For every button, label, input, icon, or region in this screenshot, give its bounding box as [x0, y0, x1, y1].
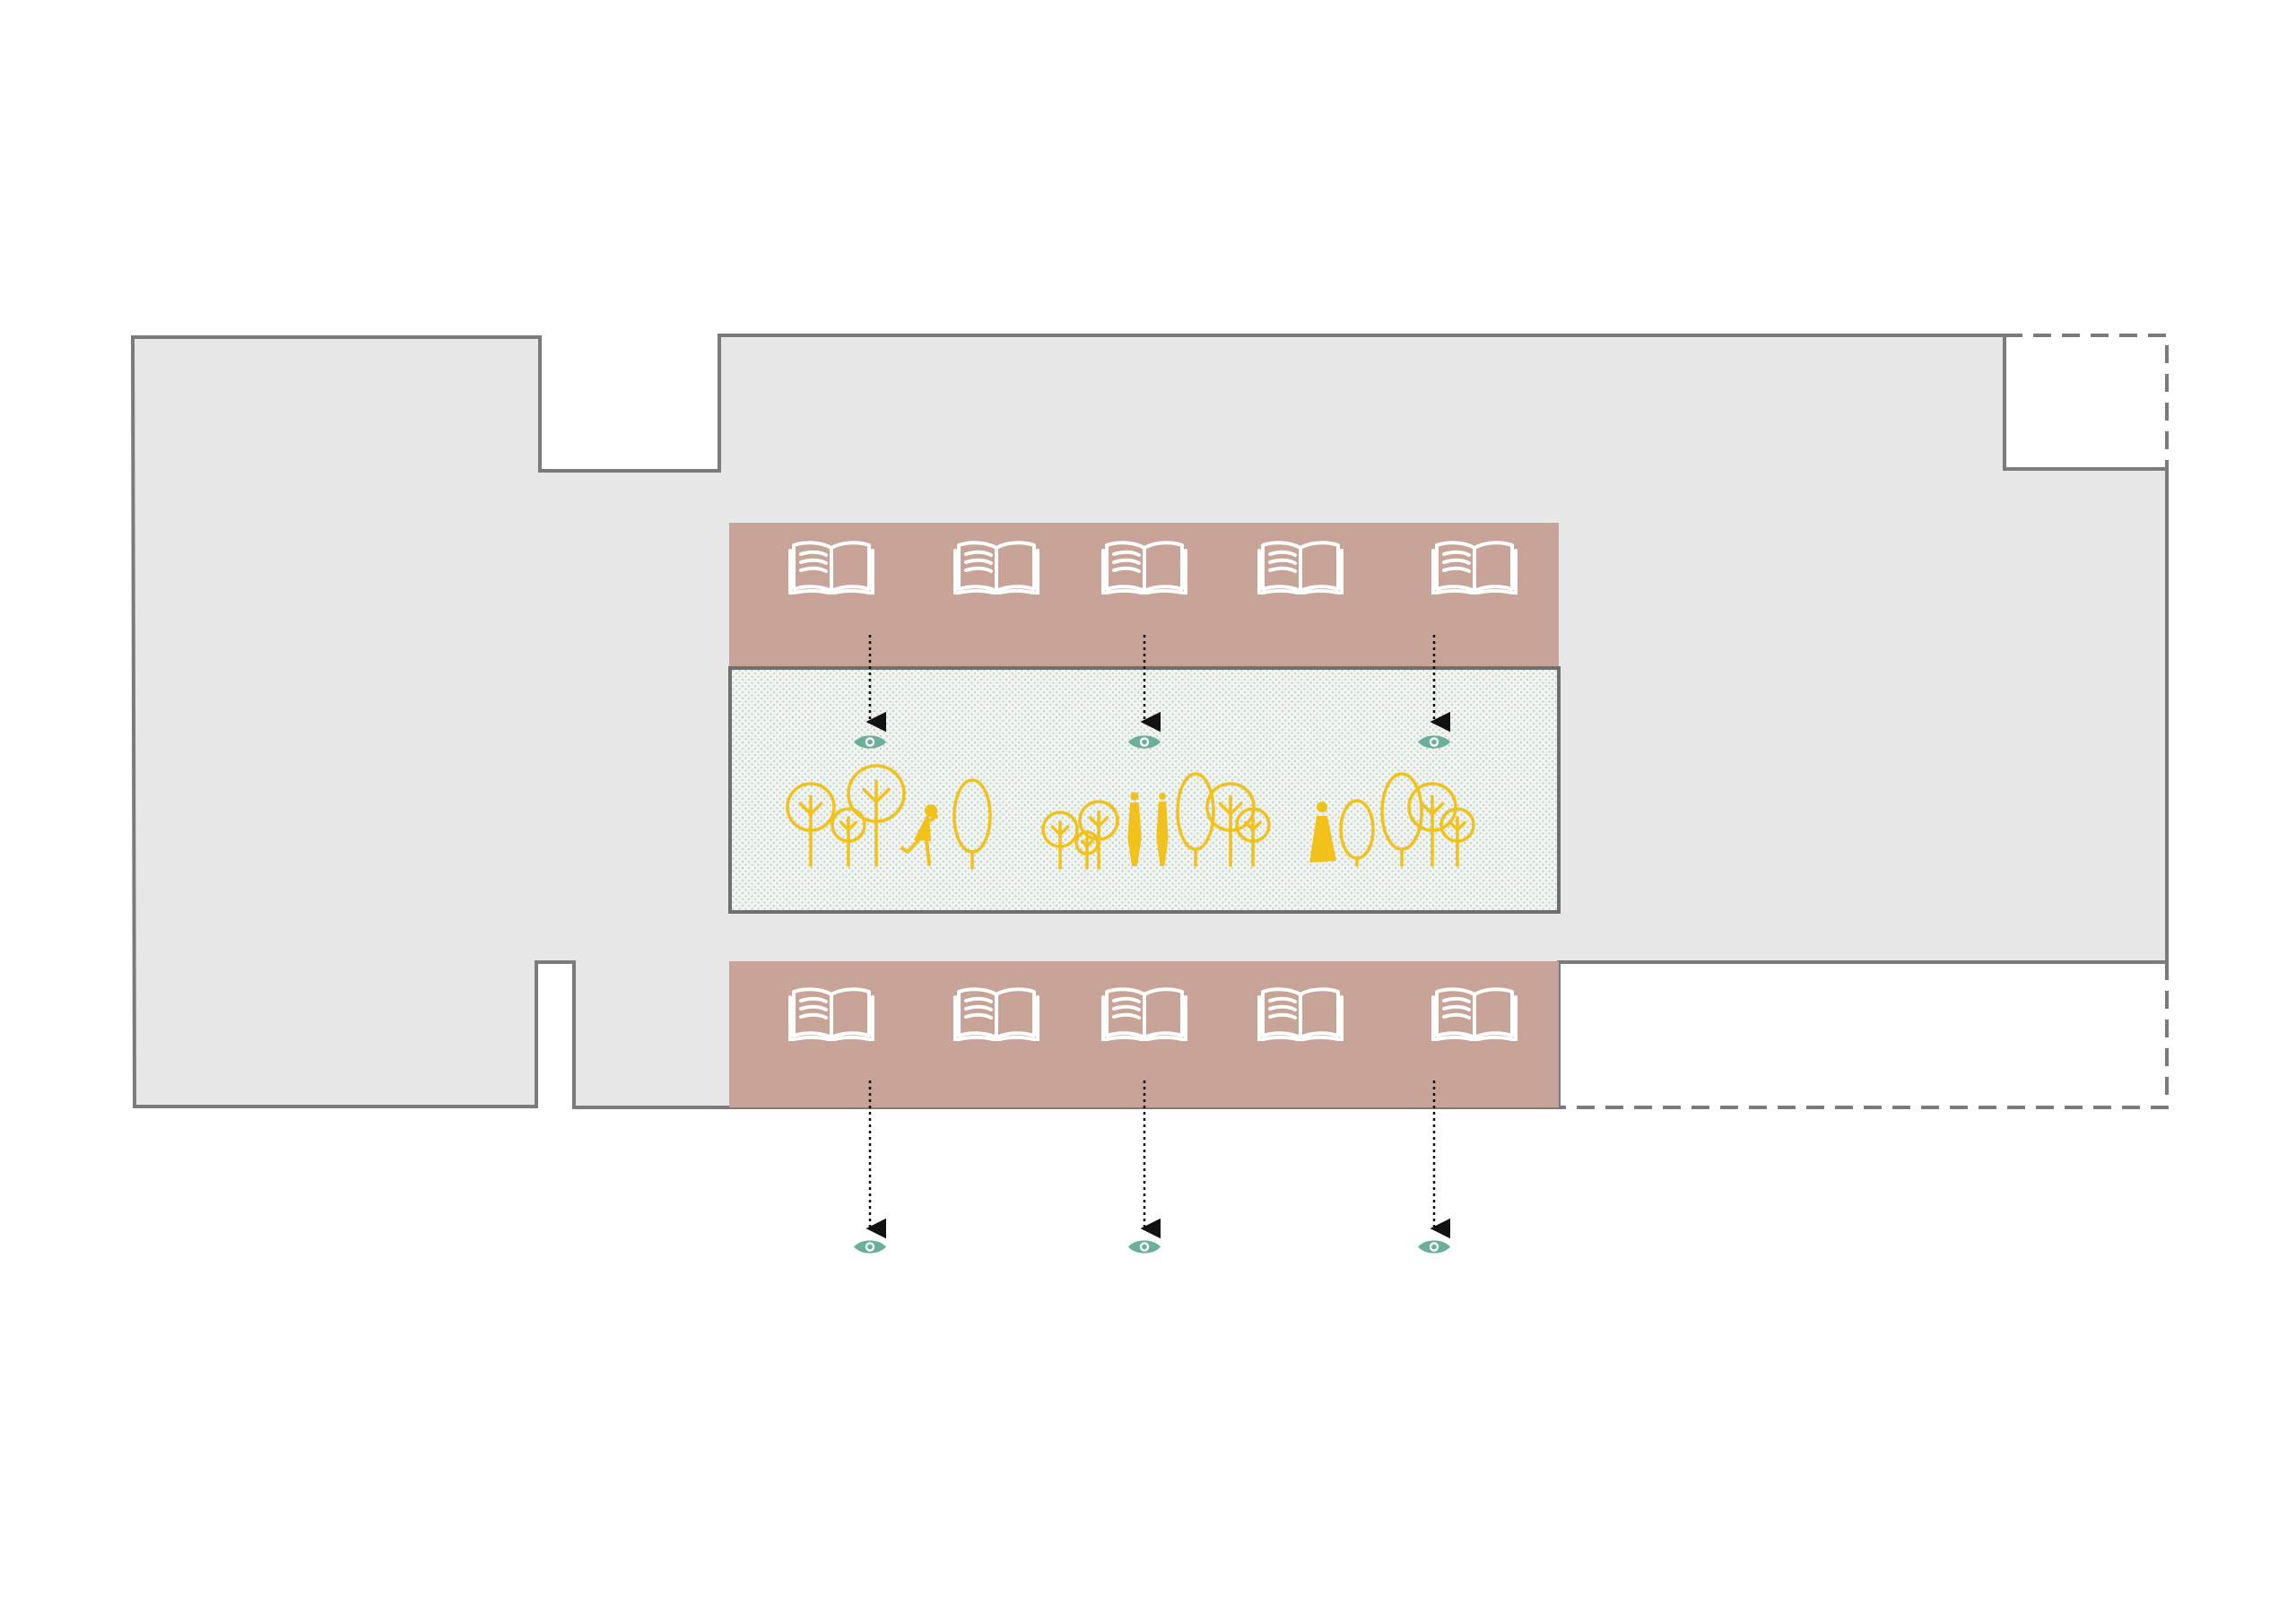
- tree-icon: [1380, 772, 1423, 867]
- sightlines: [853, 635, 1451, 1254]
- eye-icon: [853, 1240, 887, 1254]
- person-icon: [1156, 793, 1169, 866]
- tree-icon: [1235, 807, 1271, 867]
- tree-icon: [1439, 807, 1475, 867]
- eye-icon: [1417, 1240, 1451, 1254]
- tree-icon: [1041, 811, 1079, 870]
- tree-icon: [1205, 782, 1256, 867]
- person-icon: [1309, 802, 1336, 863]
- person-icon: [900, 804, 938, 866]
- garden-people: [900, 792, 1336, 866]
- dashed-extension-top: [2005, 334, 2169, 469]
- tree-icon: [1176, 772, 1215, 867]
- tree-icon: [1407, 782, 1457, 867]
- tree-icon: [847, 764, 906, 867]
- tree-icon: [1078, 800, 1119, 870]
- dashed-extension-bottom: [1559, 962, 2169, 1109]
- tree-icon: [831, 807, 866, 867]
- tree-icon: [786, 782, 836, 867]
- eye-icon: [1127, 1240, 1161, 1254]
- tree-icon: [1339, 799, 1375, 867]
- garden-trees: [786, 764, 1475, 870]
- person-icon: [1127, 792, 1142, 866]
- tree-icon: [952, 778, 992, 870]
